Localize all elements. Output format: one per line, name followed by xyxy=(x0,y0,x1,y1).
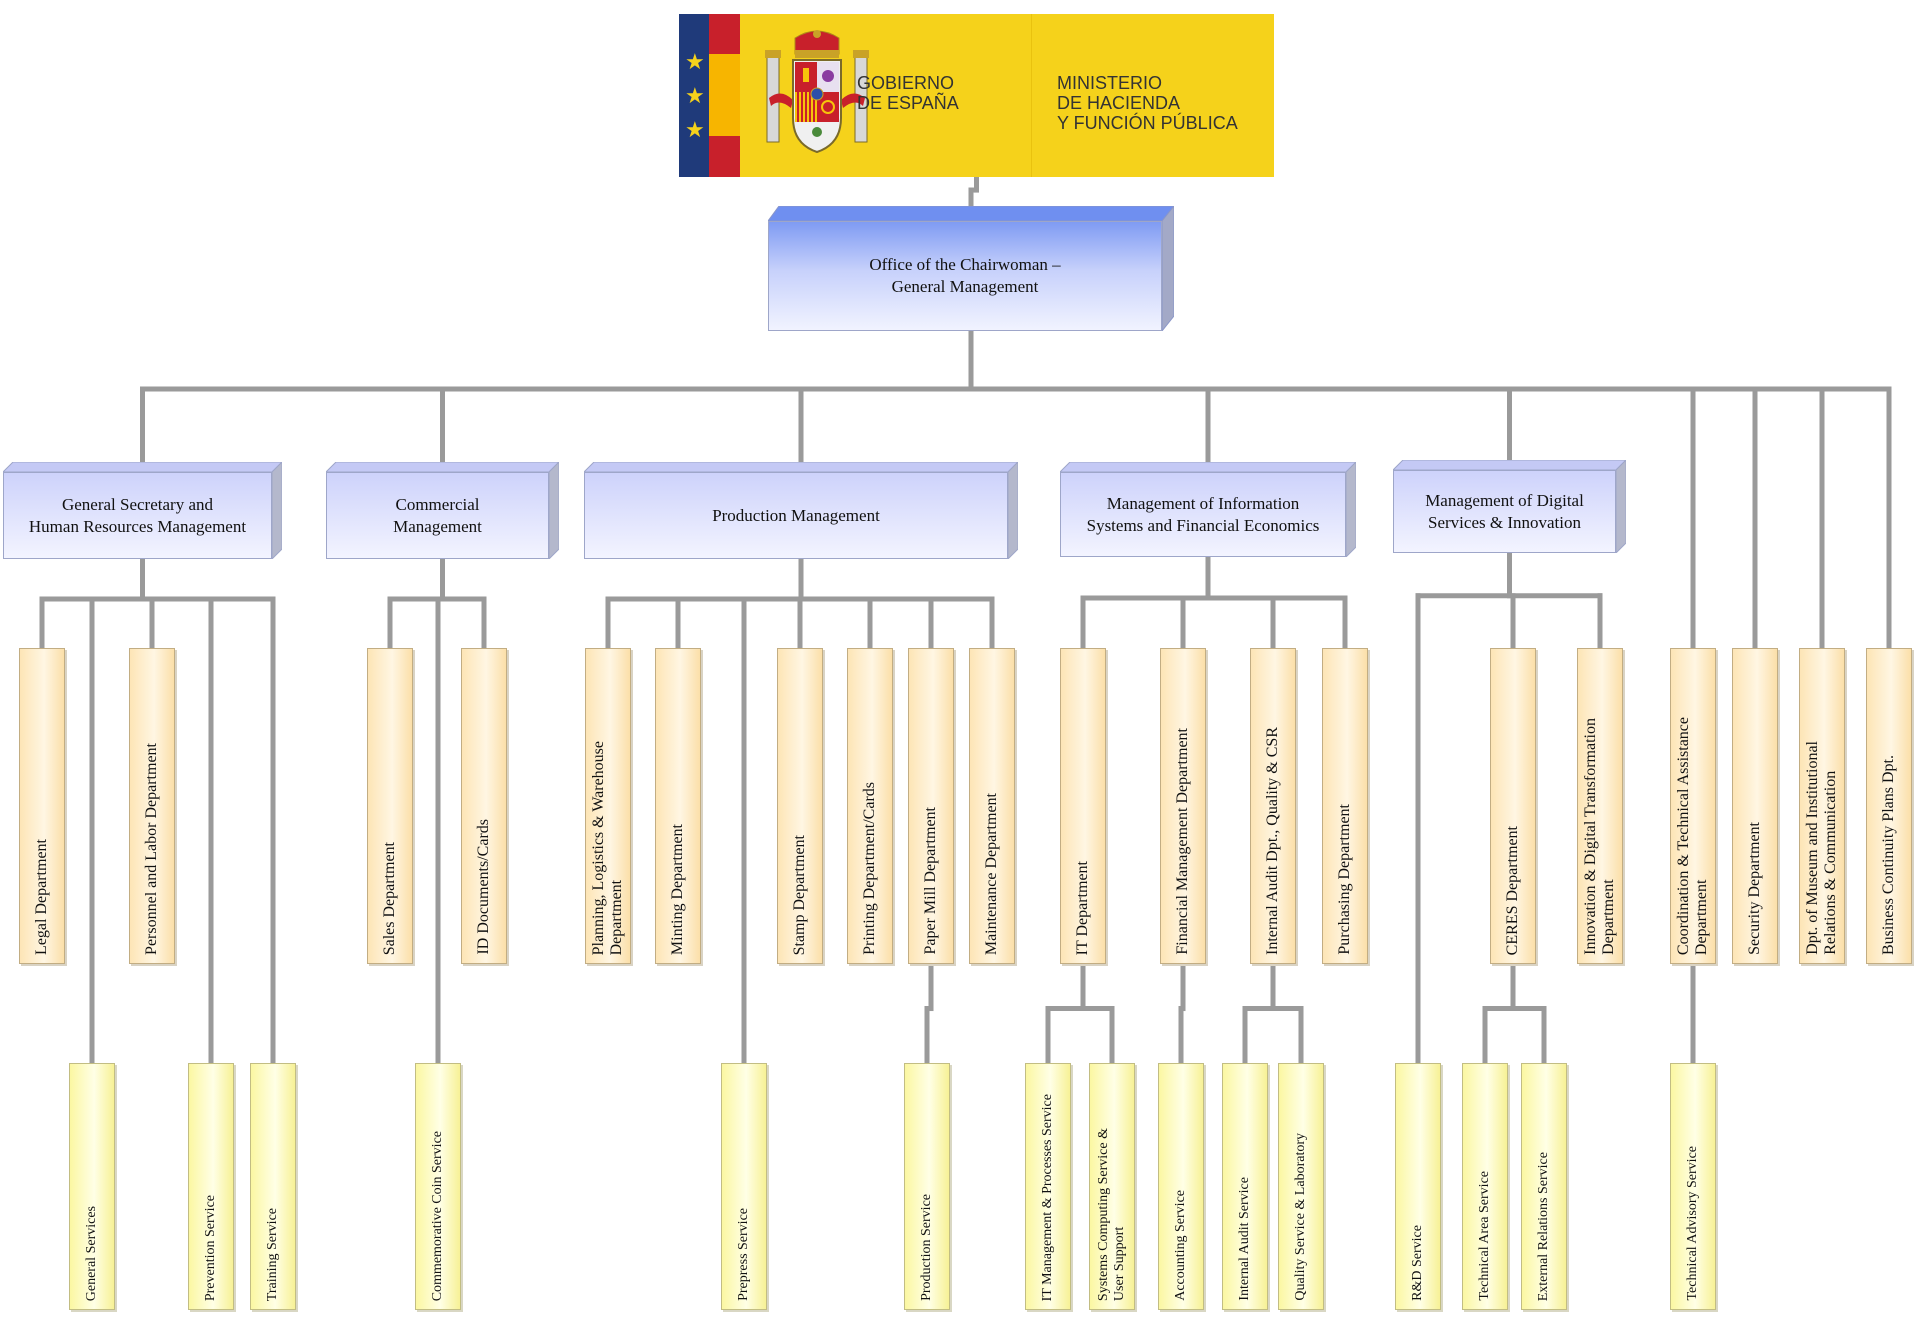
management-label: Management of Digital Services & Innovat… xyxy=(1425,490,1584,532)
service-box: Internal Audit Service xyxy=(1222,1063,1268,1310)
office-label: Office of the Chairwoman – General Manag… xyxy=(869,255,1061,296)
department-label: Personnel and Labor Department xyxy=(143,743,160,955)
service-label: Quality Service & Laboratory xyxy=(1293,1133,1308,1301)
logo-ministry-text: MINISTERIO DE HACIENDA Y FUNCIÓN PÚBLICA xyxy=(1057,73,1238,133)
department-box: Purchasing Department xyxy=(1322,648,1368,964)
flag-stripe-yellow xyxy=(709,54,740,136)
service-label: Systems Computing Service & User Support xyxy=(1096,1127,1127,1301)
service-box: Prepress Service xyxy=(721,1063,767,1310)
service-box: Technical Area Service xyxy=(1462,1063,1508,1310)
department-box: Printing Department/Cards xyxy=(847,648,893,964)
department-box: Dpt. of Museum and Institutional Relatio… xyxy=(1799,648,1845,964)
service-box: Production Service xyxy=(904,1063,950,1310)
department-label: Minting Department xyxy=(669,823,686,955)
service-box: Systems Computing Service & User Support xyxy=(1089,1063,1135,1310)
service-label: External Relations Service xyxy=(1536,1151,1551,1301)
service-box: R&D Service xyxy=(1395,1063,1441,1310)
department-label: Security Department xyxy=(1746,822,1763,955)
service-label: Commemorative Coin Service xyxy=(430,1130,445,1301)
department-label: Financial Management Department xyxy=(1174,728,1191,955)
service-box: Quality Service & Laboratory xyxy=(1278,1063,1324,1310)
service-box: Accounting Service xyxy=(1158,1063,1204,1310)
department-label: IT Department xyxy=(1074,860,1091,955)
department-box: Paper Mill Department xyxy=(908,648,954,964)
government-logo: ★ ★ ★ GOBIER xyxy=(679,14,1274,177)
department-label: Stamp Department xyxy=(791,834,808,955)
department-box: IT Department xyxy=(1060,648,1106,964)
department-label: Legal Department xyxy=(33,839,50,955)
management-label: Production Management xyxy=(712,505,880,525)
service-box: External Relations Service xyxy=(1521,1063,1567,1310)
department-label: Innovation & Digital Transformation Depa… xyxy=(1582,718,1617,955)
management-box-digital-services: Management of Digital Services & Innovat… xyxy=(1393,460,1626,553)
department-label: CERES Department xyxy=(1504,825,1521,955)
service-label: Technical Advisory Service xyxy=(1685,1146,1700,1301)
department-label: Business Continuity Plans Dpt. xyxy=(1880,754,1897,955)
department-box: Sales Department xyxy=(367,648,413,964)
department-box: Business Continuity Plans Dpt. xyxy=(1866,648,1912,964)
logo-divider xyxy=(1031,14,1032,177)
service-box: Prevention Service xyxy=(188,1063,234,1310)
department-box: Minting Department xyxy=(655,648,701,964)
management-label: Management of Information Systems and Fi… xyxy=(1086,493,1320,535)
department-label: ID Documents/Cards xyxy=(475,819,492,955)
service-box: Commemorative Coin Service xyxy=(415,1063,461,1310)
service-label: Accounting Service xyxy=(1173,1190,1188,1301)
department-box: Innovation & Digital Transformation Depa… xyxy=(1577,648,1623,964)
service-label: Training Service xyxy=(265,1207,280,1301)
management-box-commercial: Commercial Management xyxy=(326,462,559,559)
department-box: Security Department xyxy=(1732,648,1778,964)
department-label: Coordination & Technical Assistance Depa… xyxy=(1675,716,1710,955)
office-of-the-chairwoman-box: Office of the Chairwoman – General Manag… xyxy=(768,206,1174,331)
department-box: Legal Department xyxy=(19,648,65,964)
service-label: IT Management & Processes Service xyxy=(1040,1093,1055,1301)
department-box: Maintenance Department xyxy=(969,648,1015,964)
department-label: Sales Department xyxy=(381,841,398,955)
service-box: Training Service xyxy=(250,1063,296,1310)
service-label: Production Service xyxy=(919,1194,934,1301)
service-label: Prepress Service xyxy=(736,1208,751,1301)
coat-of-arms-icon xyxy=(765,30,869,154)
department-label: Internal Audit Dpt., Quality & CSR xyxy=(1264,727,1281,955)
star-icon: ★ xyxy=(685,84,705,109)
department-box: Personnel and Labor Department xyxy=(129,648,175,964)
department-label: Maintenance Department xyxy=(983,792,1000,955)
management-label: General Secretary and Human Resources Ma… xyxy=(28,494,247,536)
service-label: Prevention Service xyxy=(203,1194,218,1301)
service-box: Technical Advisory Service xyxy=(1670,1063,1716,1310)
management-box-hr: General Secretary and Human Resources Ma… xyxy=(3,462,282,559)
service-box: General Services xyxy=(69,1063,115,1310)
logo-government-text: GOBIERNO DE ESPAÑA xyxy=(857,73,959,113)
service-label: Technical Area Service xyxy=(1477,1171,1492,1301)
service-label: General Services xyxy=(84,1205,99,1301)
management-box-production: Production Management xyxy=(584,462,1018,559)
department-label: Purchasing Department xyxy=(1336,804,1353,955)
service-label: R&D Service xyxy=(1410,1225,1425,1301)
star-icon: ★ xyxy=(685,50,705,75)
department-box: CERES Department xyxy=(1490,648,1536,964)
star-icon: ★ xyxy=(685,118,705,143)
department-box: Stamp Department xyxy=(777,648,823,964)
department-box: Coordination & Technical Assistance Depa… xyxy=(1670,648,1716,964)
department-label: Printing Department/Cards xyxy=(861,782,878,955)
eu-stripe: ★ ★ ★ xyxy=(679,14,709,177)
service-box: IT Management & Processes Service xyxy=(1025,1063,1071,1310)
department-label: Paper Mill Department xyxy=(922,807,939,955)
department-label: Planning, Logistics & Warehouse Departme… xyxy=(590,740,625,955)
service-label: Internal Audit Service xyxy=(1237,1177,1252,1301)
management-box-information-systems: Management of Information Systems and Fi… xyxy=(1060,462,1356,557)
department-box: Internal Audit Dpt., Quality & CSR xyxy=(1250,648,1296,964)
department-box: Planning, Logistics & Warehouse Departme… xyxy=(585,648,631,964)
department-label: Dpt. of Museum and Institutional Relatio… xyxy=(1804,741,1839,955)
department-box: Financial Management Department xyxy=(1160,648,1206,964)
management-label: Commercial Management xyxy=(393,494,482,536)
department-box: ID Documents/Cards xyxy=(461,648,507,964)
